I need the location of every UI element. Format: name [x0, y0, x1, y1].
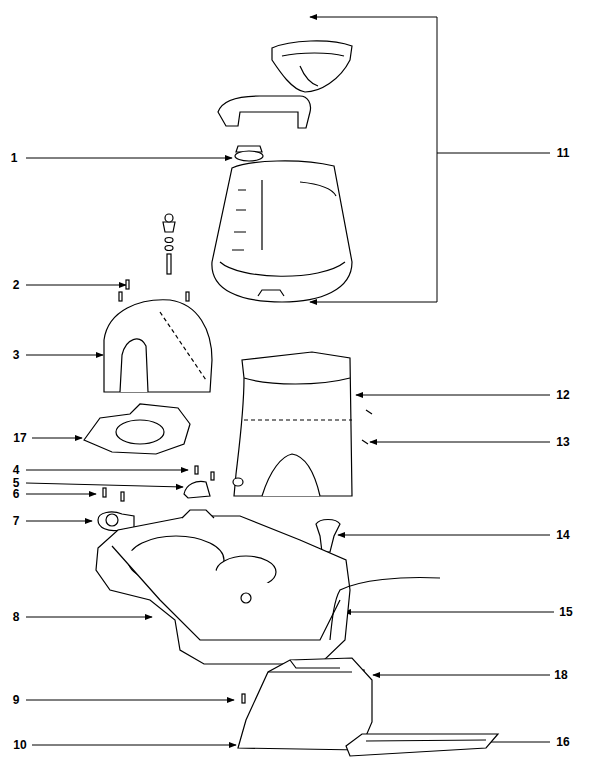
leader-lines	[26, 17, 554, 745]
callout-number: 8	[11, 610, 22, 624]
callout-number: 15	[557, 605, 574, 619]
callout-number: 9	[11, 693, 22, 707]
callout-number: 14	[554, 528, 571, 542]
callout-number: 10	[11, 738, 28, 752]
parts	[84, 41, 498, 756]
callout-number: 16	[554, 735, 571, 749]
callout-number: 6	[11, 487, 22, 501]
callout-number: 7	[11, 514, 22, 528]
callout-number: 17	[11, 431, 28, 445]
callout-number: 13	[554, 435, 571, 449]
callout-number: 12	[554, 388, 571, 402]
callout-number: 1	[9, 151, 20, 165]
callout-number: 2	[11, 278, 22, 292]
callout-number: 4	[11, 463, 22, 477]
callout-number: 11	[555, 146, 572, 160]
callout-number: 18	[552, 668, 569, 682]
callout-number: 3	[11, 348, 22, 362]
